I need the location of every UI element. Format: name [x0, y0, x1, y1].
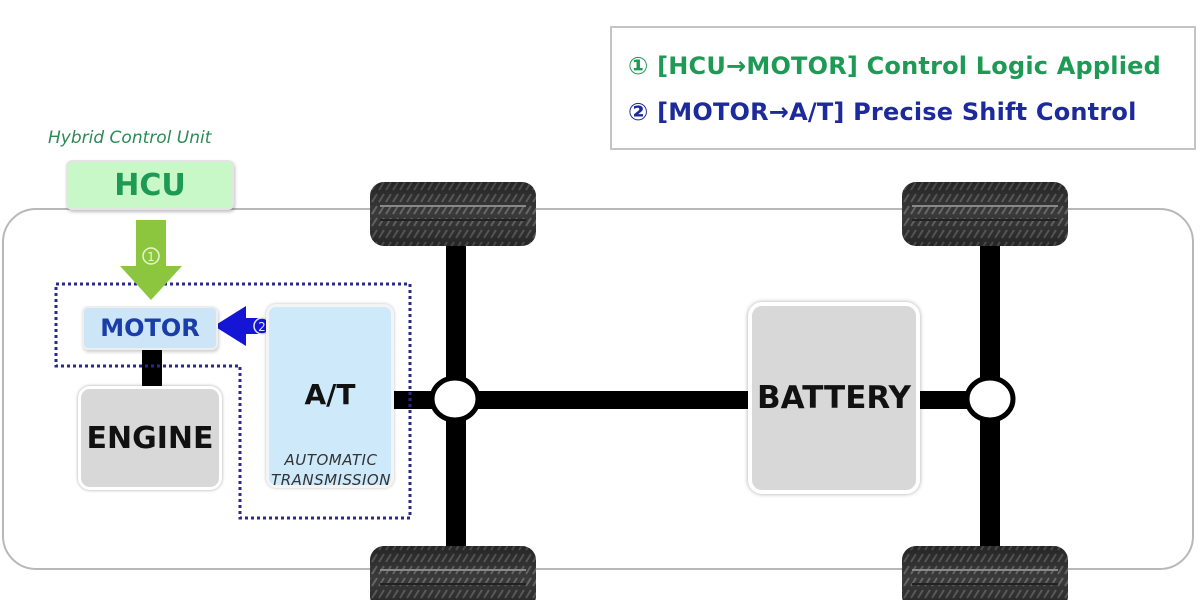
automatic-transmission-block	[266, 304, 394, 488]
engine-block: ENGINE	[78, 386, 222, 490]
wheel-rear-left	[370, 546, 536, 600]
hcu-label: HCU	[114, 167, 186, 203]
motor-label: MOTOR	[100, 314, 200, 342]
legend-item-hcu-motor: ① [HCU→MOTOR] Control Logic Applied	[628, 52, 1161, 80]
rear-differential-joint	[964, 375, 1016, 423]
battery-label: BATTERY	[756, 380, 912, 416]
at-caption-line-2: TRANSMISSION	[271, 471, 391, 489]
hcu-to-motor-arrow	[120, 220, 182, 300]
step-1-marker-ring	[142, 247, 160, 265]
engine-label: ENGINE	[86, 420, 214, 456]
motor-block: MOTOR	[82, 306, 218, 350]
legend-text: [HCU→MOTOR] Control Logic Applied	[657, 52, 1162, 80]
motor-engine-link	[142, 348, 162, 388]
hcu-caption: Hybrid Control Unit	[48, 128, 212, 148]
wheel-rear-right	[902, 546, 1068, 600]
wheel-front-left	[370, 182, 536, 246]
legend-item-motor-at: ② [MOTOR→A/T] Precise Shift Control	[628, 98, 1137, 126]
at-caption-line-1: AUTOMATIC	[284, 451, 378, 469]
step-2-marker: 2	[258, 320, 266, 334]
at-label: A/T	[304, 378, 356, 411]
legend-marker: ②	[628, 98, 649, 126]
drive-shaft	[456, 391, 756, 409]
wheel-front-right	[902, 182, 1068, 246]
controlled-system-boundary	[54, 282, 412, 520]
front-differential-joint	[429, 375, 481, 423]
legend-text: [MOTOR→A/T] Precise Shift Control	[657, 98, 1137, 126]
legend-marker: ①	[628, 52, 649, 80]
legend-box: ① [HCU→MOTOR] Control Logic Applied ② [M…	[610, 26, 1196, 150]
hcu-block: HCU	[66, 160, 234, 210]
step-1-marker: 1	[147, 250, 155, 264]
battery-block: BATTERY	[748, 302, 920, 494]
at-caption: AUTOMATIC TRANSMISSION	[248, 450, 414, 490]
